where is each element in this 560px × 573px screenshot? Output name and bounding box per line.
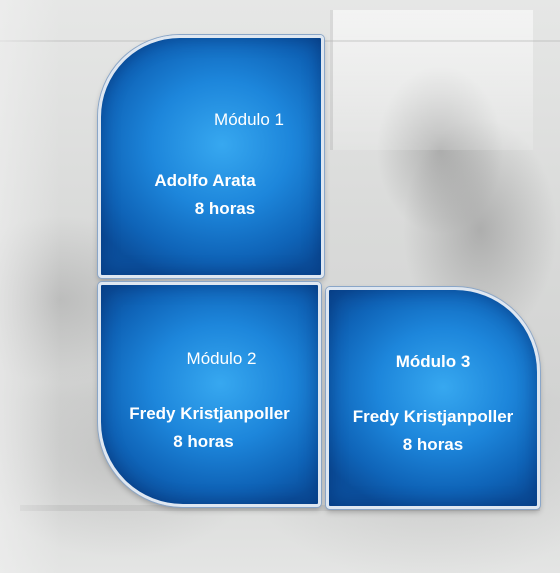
background-fade bbox=[0, 0, 60, 573]
background-desk bbox=[20, 505, 540, 511]
background-window bbox=[330, 10, 533, 150]
module-2-instructor: Fredy Kristjanpoller bbox=[129, 404, 290, 423]
module-3-title: Módulo 3 bbox=[395, 352, 471, 371]
module-1-instructor: Adolfo Arata bbox=[154, 171, 256, 190]
module-1-title: Módulo 1 bbox=[214, 110, 284, 129]
module-2-hours: 8 horas bbox=[173, 432, 234, 451]
module-3-hours: 8 horas bbox=[402, 435, 464, 454]
module-2-tile: Módulo 2 Fredy Kristjanpoller 8 horas bbox=[98, 282, 321, 507]
module-1-hours: 8 horas bbox=[194, 199, 256, 218]
module-1-tile: Módulo 1 Adolfo Arata 8 horas bbox=[98, 35, 324, 278]
module-3-instructor: Fredy Kristjanpoller bbox=[352, 407, 514, 426]
module-2-title: Módulo 2 bbox=[186, 349, 257, 368]
module-3-tile: Módulo 3 Fredy Kristjanpoller 8 horas bbox=[326, 287, 540, 509]
